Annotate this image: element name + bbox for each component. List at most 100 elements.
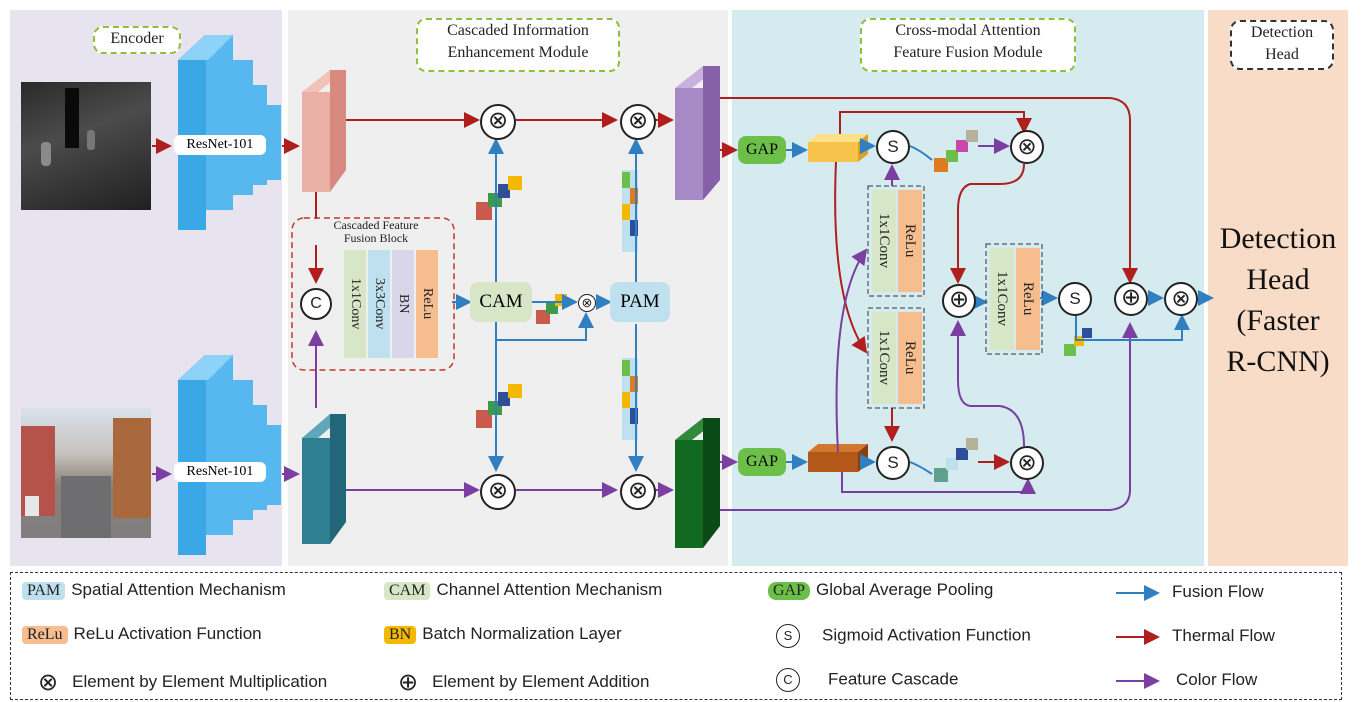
upper-conv-label: 1x1Conv	[872, 190, 896, 292]
lower-conv-label: 1x1Conv	[872, 312, 896, 404]
resnet-bottom-label: ResNet-101	[174, 462, 266, 482]
resnet-bottom-shape	[178, 355, 281, 555]
right-conv-label: 1x1Conv	[990, 248, 1014, 350]
sig-bottom-to-weight	[909, 461, 933, 475]
legend-gap-key: GAP	[768, 582, 811, 600]
ccf-border	[291, 217, 455, 371]
legend-bn-key: BN	[384, 626, 417, 644]
enhanced-thermal-map	[675, 66, 720, 200]
cie-tag-line2: Enhancement Module	[447, 44, 589, 61]
upper-conv-border	[867, 185, 925, 297]
thermal-image	[21, 82, 151, 210]
mul-bottom-to-add	[950, 320, 1025, 447]
resnet-top-label: ResNet-101	[174, 135, 266, 155]
cie-tag-line1: Cascaded Information	[447, 22, 589, 39]
legend-cascade-text: Feature Cascade	[828, 669, 959, 689]
mul-thermal-2: ⊗	[620, 104, 656, 140]
sigmoid-right: S	[1058, 282, 1092, 316]
legend-multiply: ⊗ Element by Element Multiplication	[38, 668, 327, 697]
color-image	[21, 408, 151, 538]
thermal-gap-to-mul	[839, 111, 1032, 134]
mul-cross-top: ⊗	[1010, 130, 1044, 164]
cam-loop	[496, 312, 594, 341]
head-text-line4: R-CNN)	[1226, 345, 1330, 378]
right-relu-label: ReLu	[1016, 248, 1040, 350]
legend-cam-key: CAM	[384, 582, 431, 600]
weight-to-mul	[1112, 314, 1190, 341]
cross-tag: Cross-modal Attention Feature Fusion Mod…	[860, 18, 1076, 72]
ccf-layer-relu: ReLu	[416, 250, 438, 358]
head-panel	[1208, 10, 1348, 566]
thermal-skip	[720, 97, 1138, 284]
legend-cascade: C Feature Cascade	[776, 668, 958, 692]
legend-cascade-key: C	[776, 668, 800, 692]
color-to-upper-conv	[835, 248, 868, 453]
attn-weight-top	[934, 130, 978, 172]
gap-top-output	[808, 134, 868, 162]
pam-block: PAM	[610, 282, 670, 322]
fused-weight	[1064, 328, 1092, 356]
add-left: ⊕	[942, 284, 976, 318]
legend-sigmoid-key: S	[776, 624, 800, 648]
attn-weight-bottom	[934, 438, 978, 482]
ccf-title-line1: Cascaded Feature	[333, 218, 419, 232]
cascade-symbol: C	[300, 288, 332, 320]
legend-gap-text: Global Average Pooling	[816, 580, 994, 599]
legend-relu-text: ReLu Activation Function	[73, 624, 262, 643]
spatial-weight-bottom	[622, 358, 638, 440]
ccf-layer-conv3: 3x3Conv	[368, 250, 390, 358]
enhanced-color-map	[675, 418, 720, 548]
head-tag-line2: Head	[1265, 46, 1299, 63]
detection-head-text: Detection Head (Faster R-CNN)	[1210, 218, 1346, 382]
legend	[10, 572, 1342, 700]
add-right: ⊕	[1114, 282, 1148, 316]
legend-multiply-key: ⊗	[38, 669, 59, 696]
sig-to-weight	[1075, 316, 1112, 341]
channel-weight-mid	[536, 294, 567, 324]
gap-top-block: GAP	[738, 136, 786, 164]
legend-pam-text: Spatial Attention Mechanism	[71, 580, 286, 599]
color-gap-to-mul	[841, 472, 1036, 494]
cross-tag-line2: Feature Fusion Module	[893, 44, 1043, 61]
legend-thermal: Thermal Flow	[1172, 626, 1275, 645]
legend-multiply-text: Element by Element Multiplication	[72, 671, 328, 691]
thermal-to-lower-conv	[834, 161, 868, 354]
channel-weight-bottom	[476, 384, 522, 428]
gap-bottom-block: GAP	[738, 448, 786, 476]
head-tag-line1: Detection	[1250, 24, 1314, 41]
mul-thermal-1: ⊗	[480, 104, 516, 140]
legend-add: ⊕Element by Element Addition	[398, 668, 649, 697]
cross-tag-line1: Cross-modal Attention	[895, 22, 1041, 39]
mul-cam-pam: ⊗	[578, 294, 596, 312]
mul-color-2: ⊗	[620, 474, 656, 510]
legend-gap: GAP Global Average Pooling	[768, 580, 993, 600]
upper-relu-label: ReLu	[898, 190, 922, 292]
legend-add-text: Element by Element Addition	[432, 671, 650, 691]
ccf-title: Cascaded Feature Fusion Block	[312, 219, 440, 245]
right-conv-border	[985, 243, 1043, 355]
head-text-line3: (Faster	[1236, 304, 1320, 337]
ccf-layer-bn: BN	[392, 250, 414, 358]
spatial-weight-top	[622, 170, 638, 252]
ccf-layer-conv1: 1x1Conv	[344, 250, 366, 358]
ccf-title-line2: Fusion Block	[343, 231, 409, 245]
lower-conv-border	[867, 307, 925, 409]
cam-block: CAM	[470, 282, 532, 322]
legend-color: Color Flow	[1176, 670, 1258, 689]
head-tag: Detection Head	[1230, 20, 1334, 70]
sigmoid-bottom: S	[876, 446, 910, 480]
mul-color-1: ⊗	[480, 474, 516, 510]
thermal-feature-map	[302, 70, 346, 192]
mul-cross-bottom: ⊗	[1010, 446, 1044, 480]
channel-weight-top	[476, 176, 522, 220]
mul-top-to-add	[950, 163, 1025, 284]
legend-sigmoid-text: Sigmoid Activation Function	[822, 625, 1031, 645]
color-feature-map	[302, 414, 346, 544]
legend-sigmoid: S Sigmoid Activation Function	[776, 624, 1031, 648]
sigmoid-top: S	[876, 130, 910, 164]
head-text-line2: Head	[1246, 263, 1310, 296]
